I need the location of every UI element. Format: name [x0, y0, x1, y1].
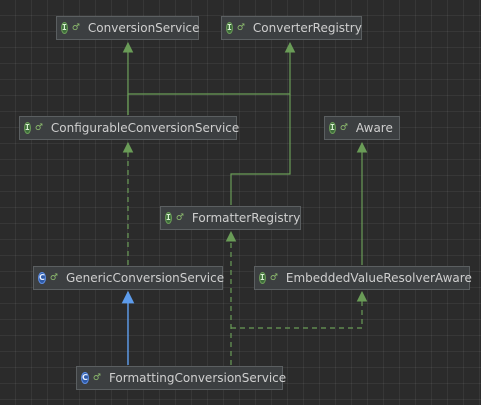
node-label: FormattingConversionService	[108, 371, 287, 385]
node-converterregistry[interactable]: I ♂ ConverterRegistry	[221, 16, 362, 40]
node-label: ConfigurableConversionService	[50, 121, 240, 135]
edge-formatterregistry-to-converterregistry	[230, 94, 291, 205]
edge-configurable-to-converterregistry	[127, 41, 296, 115]
interface-icon: I	[329, 122, 336, 134]
interface-icon: I	[226, 22, 233, 34]
visibility-icon: ♂	[71, 22, 80, 33]
visibility-icon: ♂	[339, 122, 348, 133]
visibility-icon: ♂	[236, 22, 245, 33]
node-embeddedvalueresolveraware[interactable]: I ♂ EmbeddedValueResolverAware	[254, 266, 472, 290]
node-label: Aware	[355, 121, 393, 135]
class-icon: C	[81, 372, 89, 384]
node-label: EmbeddedValueResolverAware	[285, 271, 472, 285]
node-label: FormatterRegistry	[191, 211, 301, 225]
node-configurableconversionservice[interactable]: I ♂ ConfigurableConversionService	[19, 116, 240, 140]
visibility-icon: ♂	[175, 212, 184, 223]
interface-icon: I	[165, 212, 172, 224]
node-aware[interactable]: I ♂ Aware	[324, 116, 400, 140]
node-formatterregistry[interactable]: I ♂ FormatterRegistry	[160, 206, 301, 230]
class-icon: C	[38, 272, 46, 284]
visibility-icon: ♂	[49, 272, 58, 283]
visibility-icon: ♂	[34, 122, 43, 133]
node-formattingconversionservice[interactable]: C ♂ FormattingConversionService	[76, 366, 287, 390]
interface-icon: I	[259, 272, 266, 284]
node-conversionservice[interactable]: I ♂ ConversionService	[56, 16, 200, 40]
visibility-icon: ♂	[92, 372, 101, 383]
node-genericconversionservice[interactable]: C ♂ GenericConversionService	[33, 266, 225, 290]
node-label: ConverterRegistry	[252, 21, 362, 35]
interface-icon: I	[61, 22, 68, 34]
visibility-icon: ♂	[269, 272, 278, 283]
edge-formatting-implements-embeddedvalueresolveraware	[231, 290, 368, 329]
interface-icon: I	[24, 122, 31, 134]
node-label: ConversionService	[87, 21, 200, 35]
node-label: GenericConversionService	[65, 271, 225, 285]
